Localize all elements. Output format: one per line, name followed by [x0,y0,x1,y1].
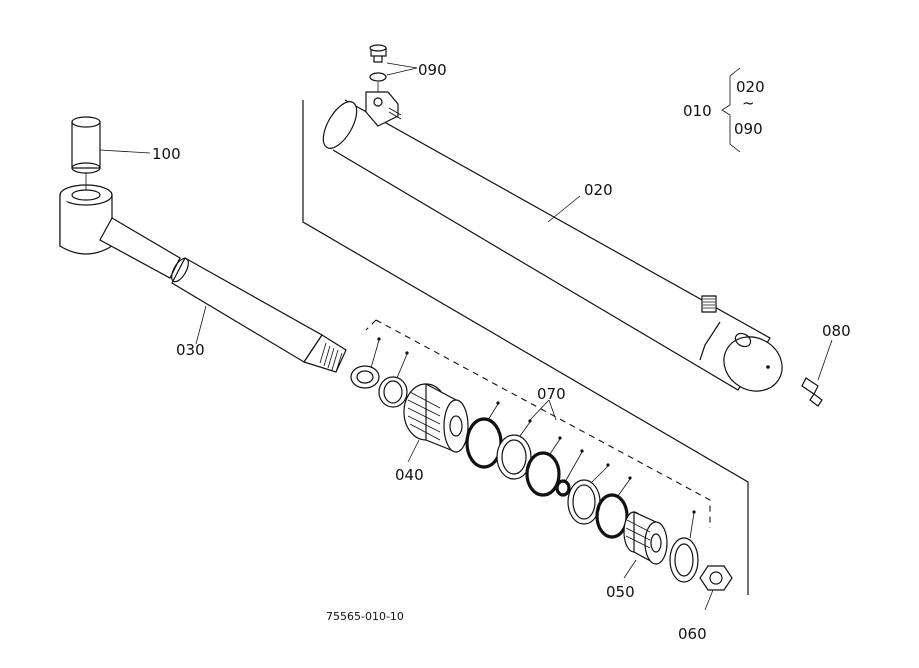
seal-parts [350,337,733,591]
cylinder-tube-020 [302,91,783,595]
fitting-090 [369,44,418,92]
label-020: 020 [584,181,613,199]
assembly-frame-line [302,100,749,595]
nut-060 [699,565,733,591]
leader-050 [623,559,637,579]
label-100: 100 [152,145,181,163]
figure-code: 75565-010-10 [326,610,404,623]
bushing-100 [71,116,151,190]
leader-020 [547,195,581,223]
leader-040 [407,439,420,463]
range-bracket-010 [721,67,741,153]
label-040: 040 [395,466,424,484]
label-030: 030 [176,341,205,359]
piston-040 [403,383,469,453]
grease-fitting-080 [801,339,833,407]
label-080: 080 [822,322,851,340]
label-range-tilde: ~ [742,94,755,112]
label-020-range-start: 020 [736,78,765,96]
leader-070 [529,399,557,421]
leader-060 [704,589,714,611]
label-050: 050 [606,583,635,601]
label-090: 090 [418,61,447,79]
gland-050 [623,511,668,566]
label-010: 010 [683,102,712,120]
leader-030 [195,305,207,345]
label-090-range-end: 090 [734,120,763,138]
label-060: 060 [678,625,707,643]
label-070: 070 [537,385,566,403]
seal-kit-outline [365,319,711,528]
piston-rod-030 [59,184,347,373]
